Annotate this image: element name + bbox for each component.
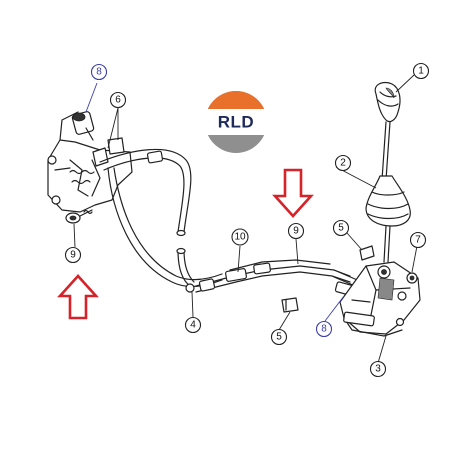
callout-6-label: 6 xyxy=(115,95,121,106)
callout-5-upper-label: 5 xyxy=(338,223,344,234)
callout-5-lower: 5 xyxy=(270,328,288,346)
callout-3-label: 3 xyxy=(375,364,381,375)
callout-5-upper: 5 xyxy=(332,219,350,237)
callout-8-left: 8 xyxy=(90,63,108,81)
callout-9-right: 9 xyxy=(287,222,305,240)
callout-4: 4 xyxy=(184,316,202,334)
callout-1: 1 xyxy=(412,62,430,80)
callout-9-left: 9 xyxy=(64,246,82,264)
callout-8-right-label: 8 xyxy=(321,324,327,335)
rld-logo: RLD xyxy=(203,91,269,153)
callout-1-label: 1 xyxy=(418,66,424,77)
callout-8-left-label: 8 xyxy=(96,67,102,78)
callout-8-right: 8 xyxy=(315,320,333,338)
arrow-down-icon xyxy=(272,168,314,218)
callout-6: 6 xyxy=(109,91,127,109)
callout-10: 10 xyxy=(231,228,249,246)
callout-4-label: 4 xyxy=(190,320,196,331)
transmission-bracket-assembly xyxy=(47,111,133,224)
callout-7-label: 7 xyxy=(415,235,421,246)
callout-3: 3 xyxy=(369,360,387,378)
callout-2-label: 2 xyxy=(340,158,346,169)
callout-9-left-label: 9 xyxy=(70,250,76,261)
callout-2: 2 xyxy=(334,154,352,172)
gear-shifter-assembly xyxy=(281,81,421,337)
callout-5-lower-label: 5 xyxy=(276,332,282,343)
arrow-up-icon xyxy=(57,274,99,320)
logo-text: RLD xyxy=(218,113,254,132)
callouts: 1 2 3 4 5 5 6 7 xyxy=(64,62,430,378)
shift-cable-routing xyxy=(99,148,373,297)
callout-10-label: 10 xyxy=(234,232,246,243)
red-arrows xyxy=(57,168,314,320)
logo-band xyxy=(203,109,269,135)
callout-9-right-label: 9 xyxy=(293,226,299,237)
callout-7: 7 xyxy=(409,231,427,249)
leader-lines xyxy=(73,74,418,364)
